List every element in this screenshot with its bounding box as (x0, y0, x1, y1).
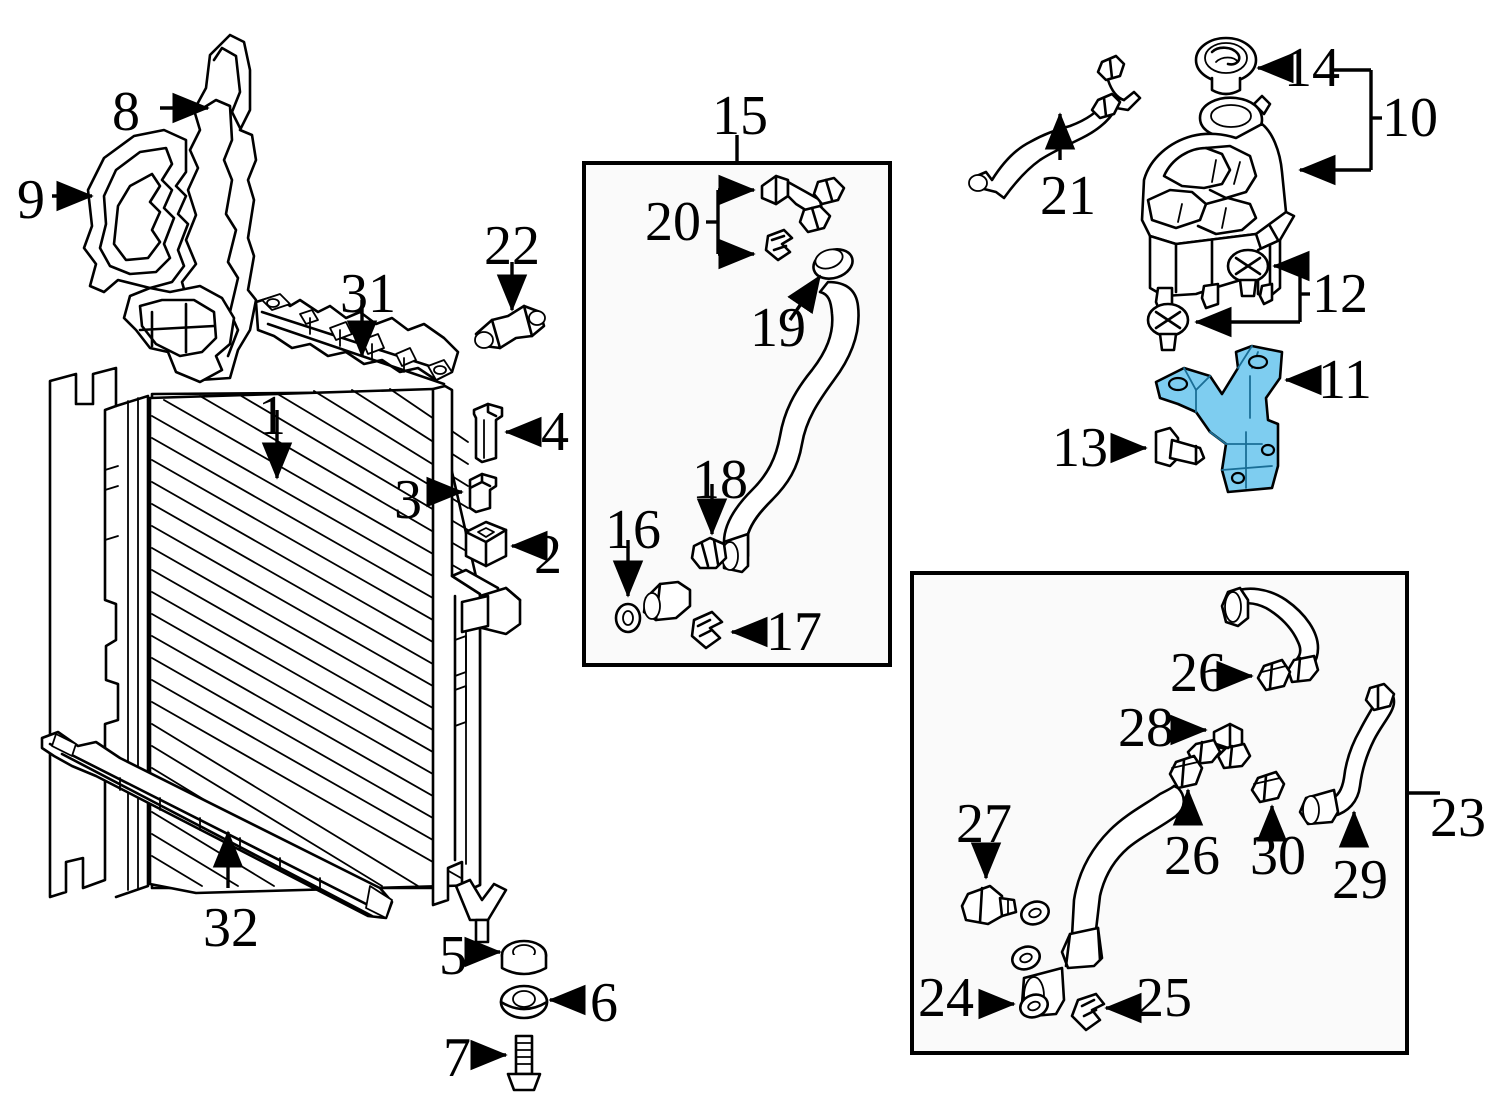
callout-label-29: 29 (1332, 849, 1388, 911)
callout-label-2: 2 (534, 524, 562, 586)
hose-connector (690, 536, 728, 570)
callout-label-6: 6 (590, 972, 618, 1034)
callout-label-24: 24 (918, 967, 974, 1029)
hose-clip-bottom (1070, 992, 1106, 1032)
callout-label-26-mid: 26 (1164, 825, 1220, 887)
o-ring-lower (1019, 993, 1049, 1019)
upper-insulator (468, 472, 498, 514)
callout-label-10: 10 (1382, 87, 1438, 149)
hood-latch-rod (474, 304, 546, 350)
callout-label-3: 3 (394, 469, 422, 531)
callout-label-28: 28 (1118, 697, 1174, 759)
upper-mount-pin (472, 402, 504, 464)
radiator-assembly (48, 366, 522, 944)
callout-label-18: 18 (692, 449, 748, 511)
hose-plug (1250, 770, 1286, 804)
lower-insulator (500, 939, 548, 976)
callout-bracket-20 (706, 174, 756, 270)
mount-grommet-square (464, 520, 508, 568)
callout-label-13: 13 (1052, 417, 1108, 479)
callout-bracket-12 (1194, 250, 1310, 338)
callout-label-8: 8 (112, 81, 140, 143)
panel-15-box (582, 135, 892, 667)
o-ring-b (1011, 945, 1041, 971)
o-ring-a (1020, 900, 1050, 926)
callout-label-30: 30 (1250, 825, 1306, 887)
reservoir-bracket (1154, 344, 1284, 494)
hose-clamp-mid (1168, 754, 1204, 790)
quick-connect-fitting (760, 174, 846, 234)
callout-label-23: 23 (1430, 787, 1486, 849)
bracket-bolt (1154, 426, 1206, 468)
lower-washer (499, 984, 549, 1020)
hose-seal-upper (812, 248, 854, 280)
callout-label-17: 17 (766, 601, 822, 663)
callout-label-27: 27 (956, 793, 1012, 855)
callout-arrow-19 (787, 274, 822, 321)
callout-label-15: 15 (712, 85, 768, 147)
callout-label-16: 16 (605, 499, 661, 561)
callout-label-5: 5 (439, 925, 467, 987)
o-ring-small (614, 602, 642, 634)
callout-bracket-10 (1298, 68, 1382, 186)
callout-label-26: 26 (1170, 642, 1226, 704)
callout-label-9: 9 (17, 169, 45, 231)
reservoir-screw-upper (1226, 248, 1270, 298)
reservoir-screw-lower (1146, 302, 1190, 352)
callout-label-31: 31 (340, 263, 396, 325)
upper-radiator-hose (721, 280, 860, 574)
hose-clamp-upper (1256, 658, 1292, 692)
callout-label-19: 19 (750, 297, 806, 359)
callout-label-11: 11 (1318, 349, 1372, 411)
air-deflector-assembly (82, 33, 258, 384)
bypass-hose (1298, 682, 1396, 826)
callout-label-20: 20 (645, 191, 701, 253)
lower-air-dam (40, 730, 394, 920)
callout-label-14: 14 (1284, 37, 1340, 99)
callout-label-32: 32 (203, 897, 259, 959)
callout-label-1: 1 (258, 385, 286, 447)
inlet-pipe (642, 580, 692, 622)
coolant-reservoir (1140, 94, 1296, 314)
callout-label-7: 7 (443, 1027, 471, 1089)
mounting-bolt (506, 1034, 542, 1092)
callout-label-22: 22 (484, 215, 540, 277)
hose-clip-20 (764, 228, 794, 262)
reservoir-cap (1194, 36, 1258, 96)
callout-label-25: 25 (1136, 967, 1192, 1029)
coolant-sensor (960, 884, 1018, 926)
hose-clip-lower (690, 610, 724, 650)
callout-label-21: 21 (1040, 165, 1096, 227)
callout-label-4: 4 (541, 401, 569, 463)
callout-label-12: 12 (1312, 263, 1368, 325)
